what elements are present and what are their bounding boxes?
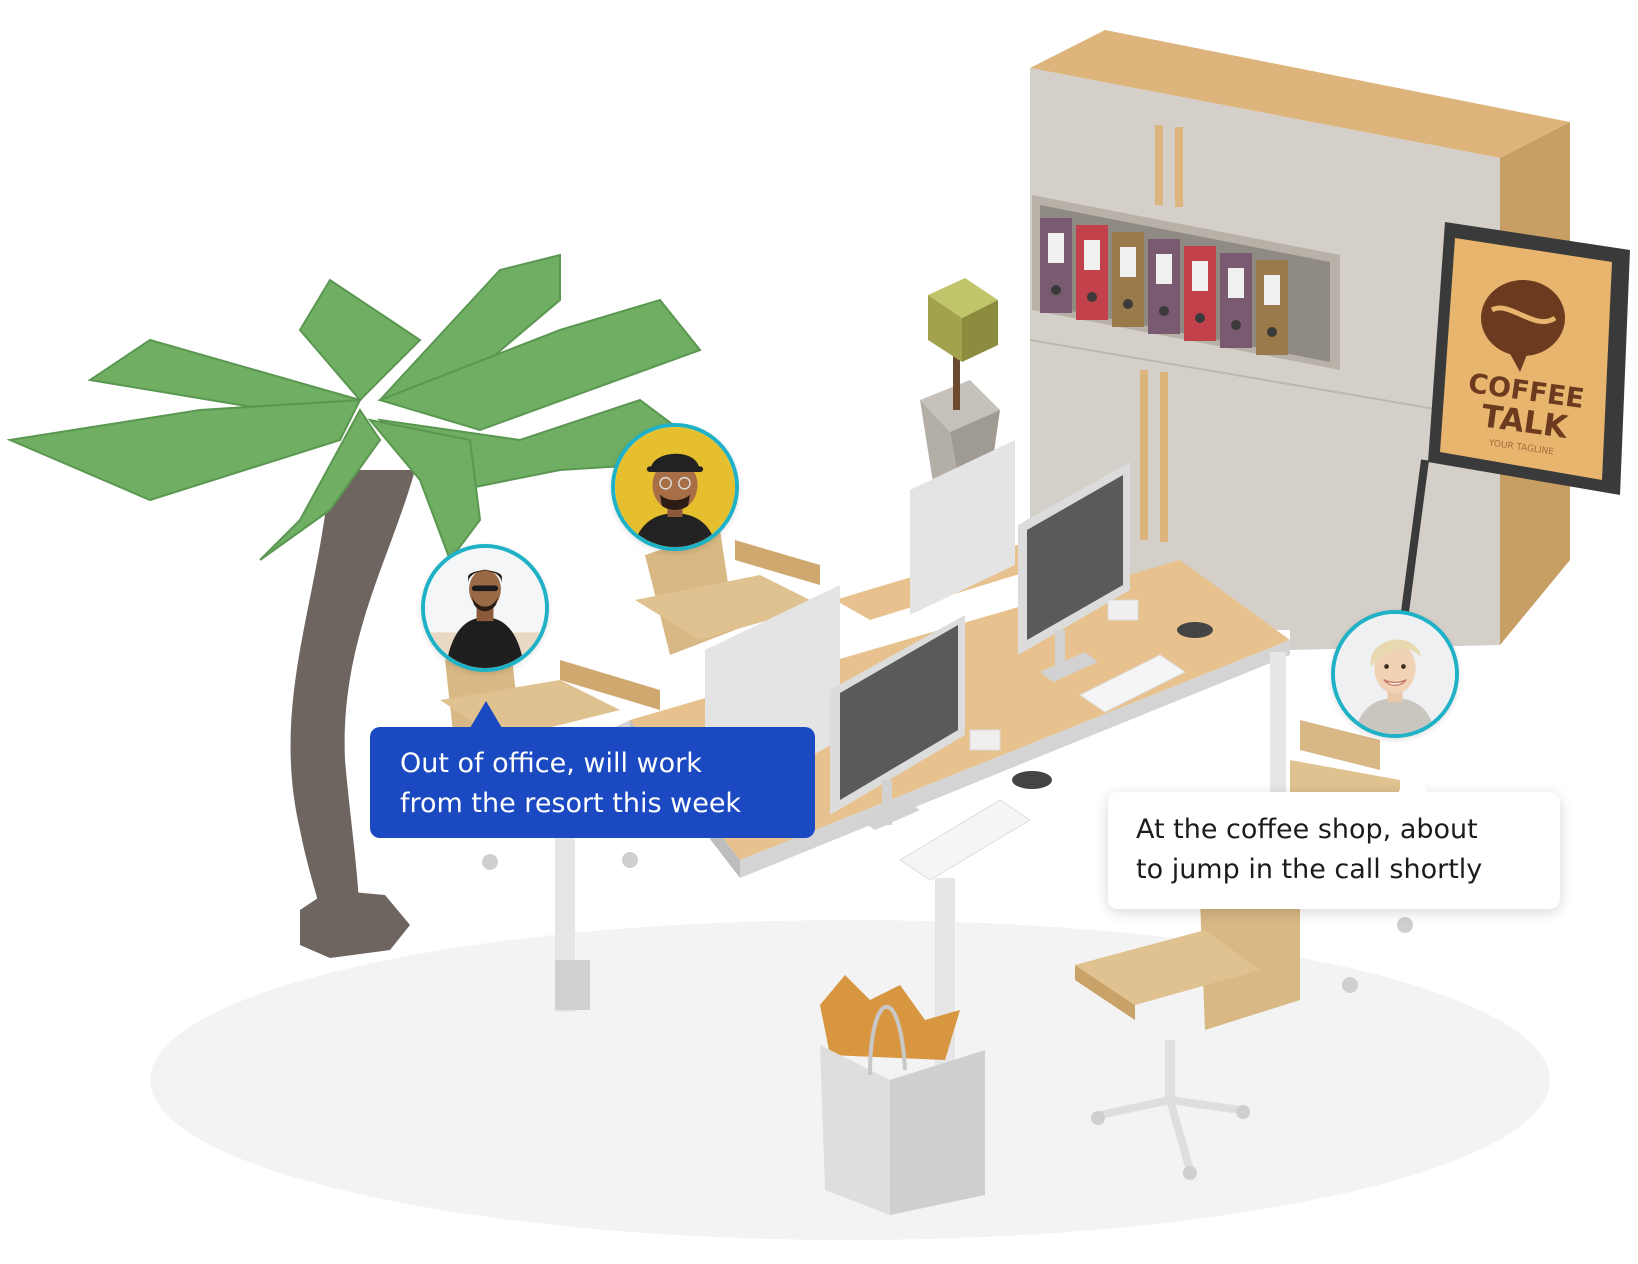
- binder-label: [1048, 233, 1064, 263]
- binder-ring: [1159, 306, 1169, 316]
- binder-label: [1192, 261, 1208, 291]
- binder-label: [1120, 247, 1136, 277]
- person-avatar-coffee[interactable]: [1331, 610, 1459, 738]
- binder-ring: [1123, 299, 1133, 309]
- binder: [1040, 218, 1072, 313]
- status-bubble-resort: Out of office, will work from the resort…: [370, 701, 815, 838]
- binder-ring: [1195, 313, 1205, 323]
- binder: [1076, 225, 1108, 320]
- binder-ring: [1087, 292, 1097, 302]
- monitor-back: [1018, 462, 1130, 682]
- binder: [1112, 232, 1144, 327]
- binder-label: [1084, 240, 1100, 270]
- binder-ring: [1267, 327, 1277, 337]
- binder-ring: [1231, 320, 1241, 330]
- status-bubble-coffee: At the coffee shop, about to jump in the…: [1108, 766, 1560, 909]
- binder: [1148, 239, 1180, 334]
- binder-ring: [1051, 285, 1061, 295]
- status-text-line-2: to jump in the call shortly: [1136, 854, 1483, 885]
- binder-label: [1264, 275, 1280, 305]
- person-avatar-coffee-icon: [1335, 614, 1455, 734]
- person-avatar-cap[interactable]: [611, 423, 739, 551]
- person-avatar-cap-icon: [615, 427, 735, 547]
- binders-row: [1040, 218, 1288, 355]
- person-avatar-resort-icon: [425, 548, 545, 668]
- coffee-bean-logo: [1481, 280, 1565, 372]
- binder-label: [1156, 254, 1172, 284]
- coffee-talk-sign: COFFEE TALK YOUR TAGLINE: [1396, 222, 1630, 651]
- status-text-line-1: At the coffee shop, about: [1136, 814, 1478, 845]
- binder: [1184, 246, 1216, 341]
- chair-back-left: [635, 530, 820, 655]
- person-avatar-resort[interactable]: [421, 544, 549, 672]
- binder: [1256, 260, 1288, 355]
- palm-tree: [6, 253, 723, 958]
- chair-front: [1075, 890, 1300, 1180]
- binder: [1220, 253, 1252, 348]
- status-text-line-2: from the resort this week: [400, 788, 742, 819]
- binder-label: [1228, 268, 1244, 298]
- desk-accessories: [899, 599, 1213, 881]
- monitor-front: [830, 615, 965, 830]
- shopping-bag: [820, 975, 985, 1215]
- status-text-line-1: Out of office, will work: [400, 748, 702, 779]
